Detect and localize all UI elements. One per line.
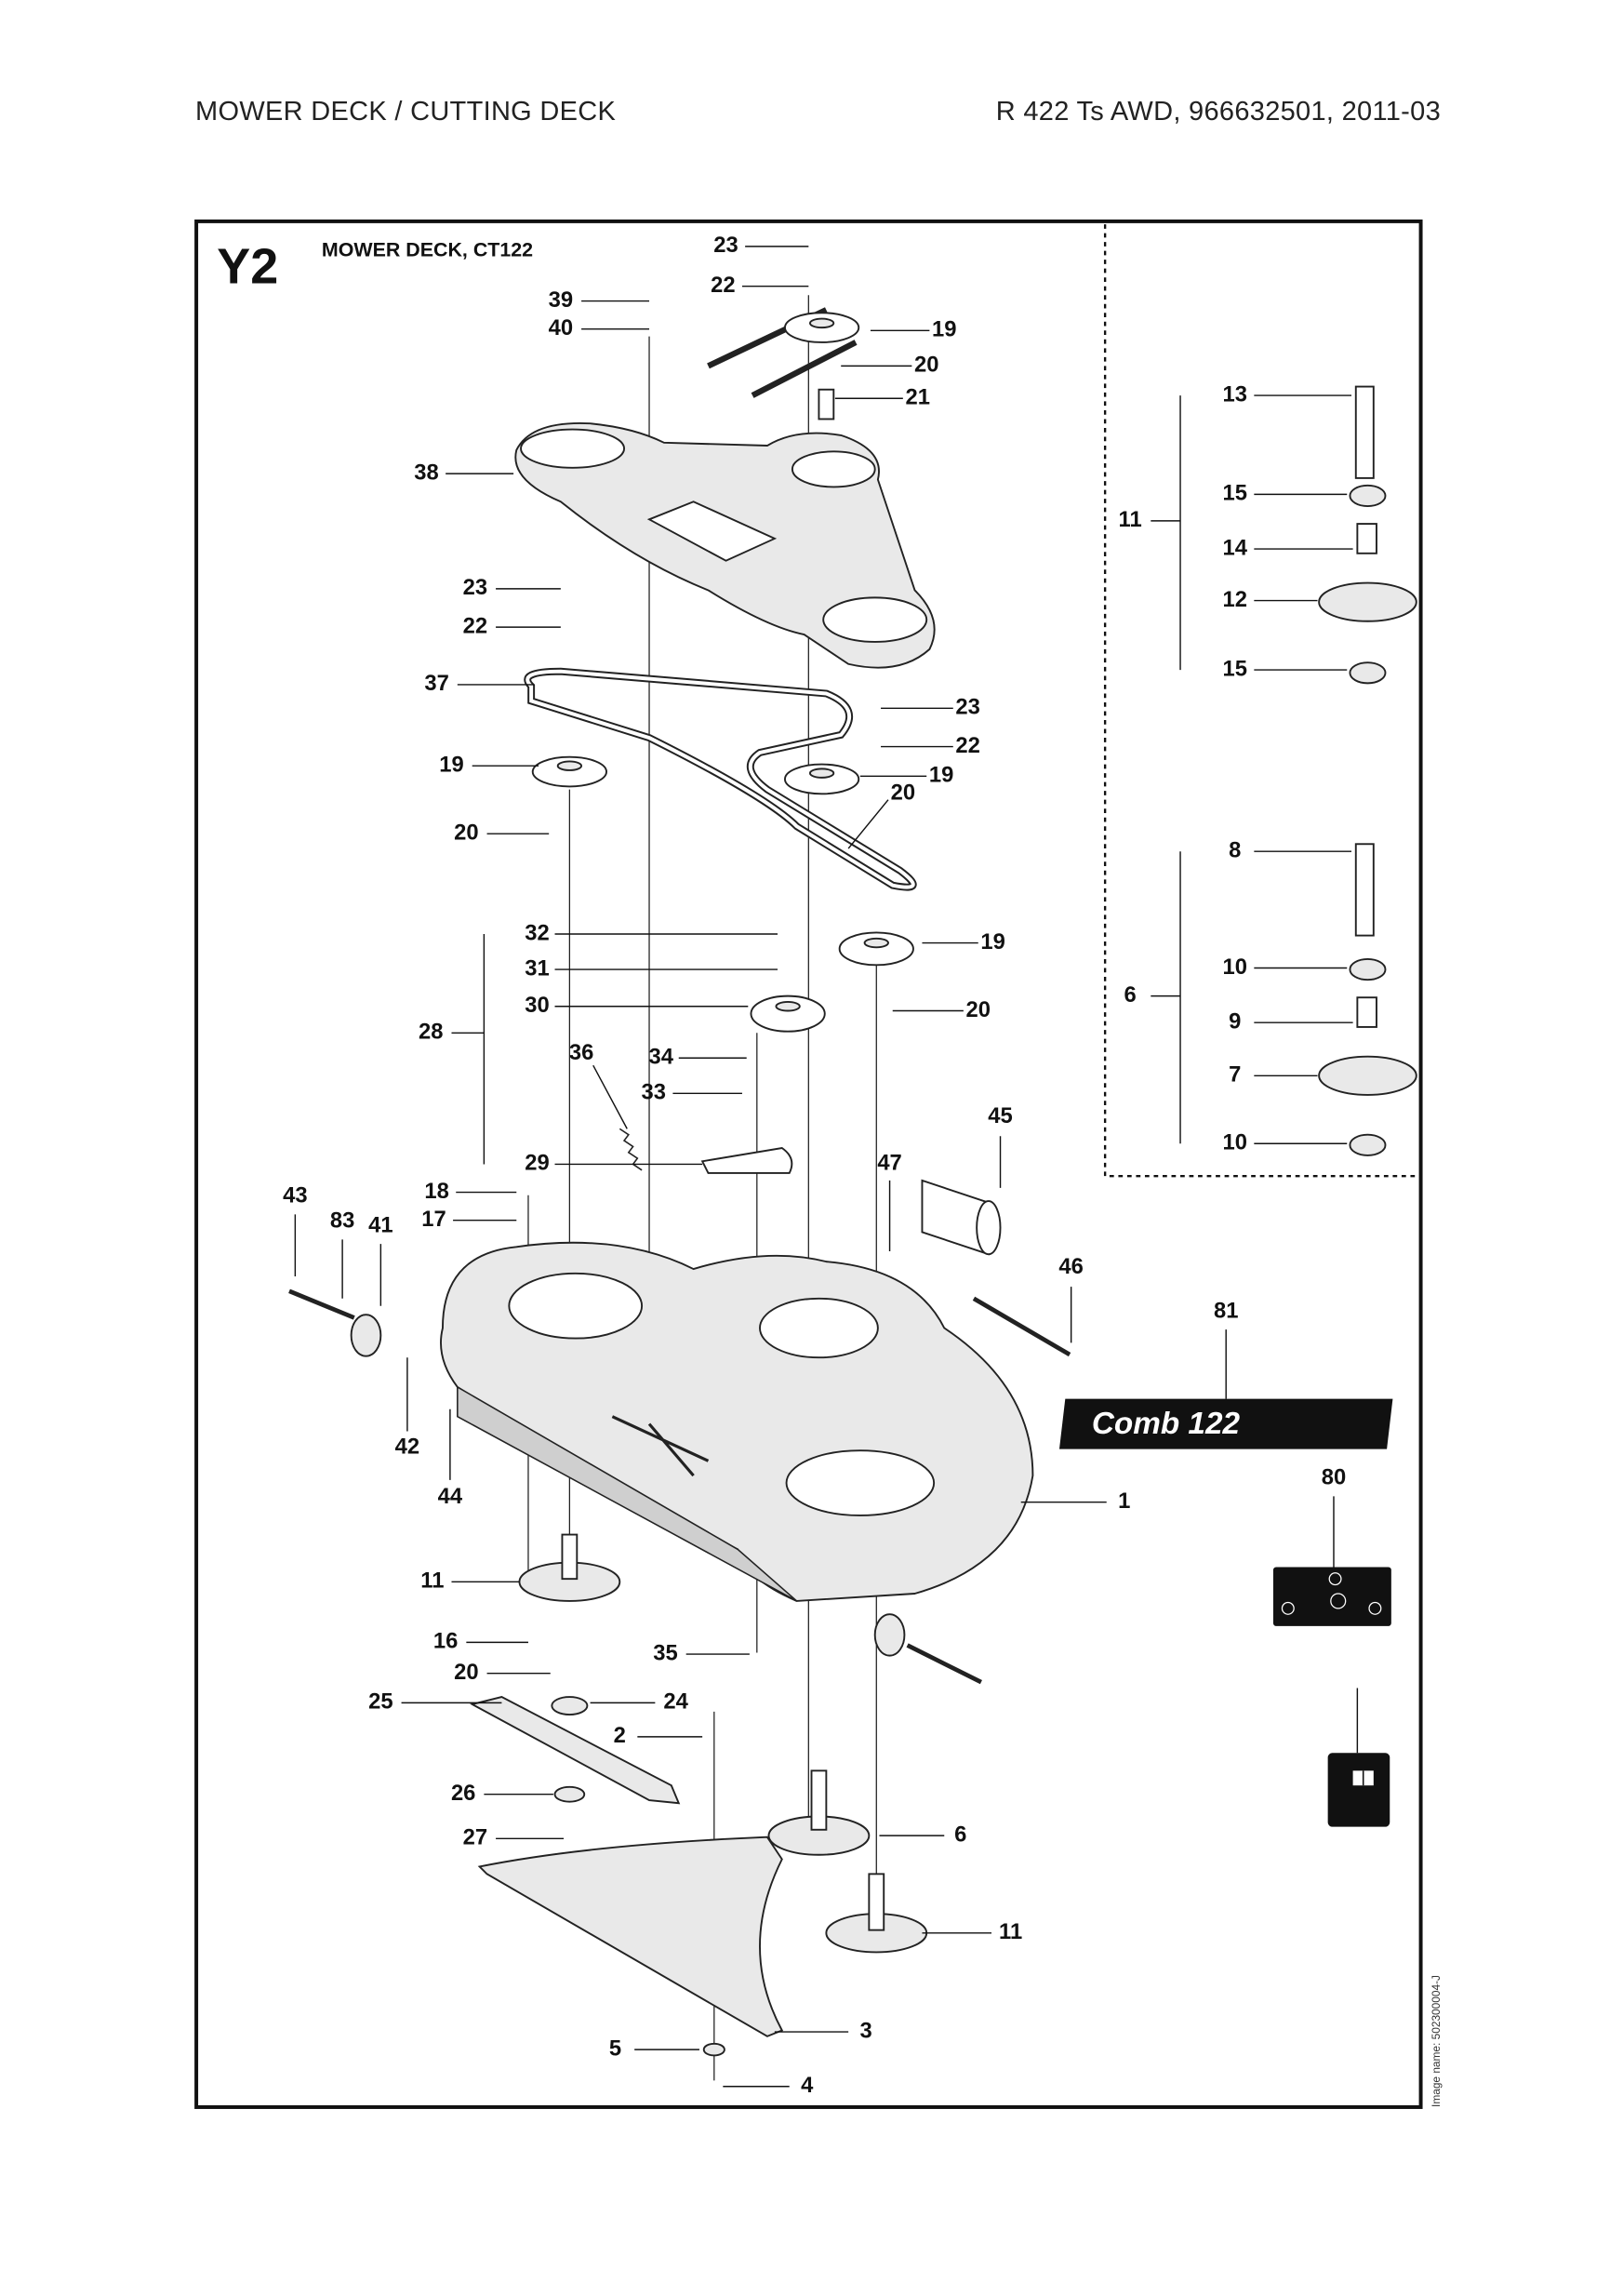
diagram-frame bbox=[194, 219, 1423, 2109]
decal-81 bbox=[1058, 1398, 1393, 1449]
deck-spindle-seat bbox=[785, 1449, 936, 1516]
callout: 41 bbox=[368, 1212, 392, 1237]
callout: 35 bbox=[653, 1640, 677, 1665]
callout: 37 bbox=[424, 671, 448, 696]
leader-lines bbox=[294, 246, 1359, 2088]
callout: 22 bbox=[711, 273, 735, 298]
callout: 34 bbox=[648, 1045, 673, 1070]
callout: 9 bbox=[1229, 1008, 1241, 1034]
callout: 27 bbox=[463, 1825, 487, 1850]
callout: 12 bbox=[1222, 587, 1246, 612]
callout: 47 bbox=[877, 1151, 901, 1176]
callout: 26 bbox=[451, 1781, 475, 1806]
gauge-wheel-part bbox=[350, 1314, 382, 1357]
callout: 6 bbox=[954, 1822, 966, 1847]
callout: 20 bbox=[891, 781, 915, 806]
cover-boss bbox=[520, 428, 626, 469]
callout: 43 bbox=[283, 1183, 307, 1208]
callout: 23 bbox=[713, 233, 738, 258]
callout: 13 bbox=[1222, 381, 1246, 407]
cover-boss bbox=[822, 596, 928, 643]
idler-arm-part bbox=[700, 1146, 793, 1174]
callout: 1 bbox=[1118, 1488, 1130, 1514]
callout: 18 bbox=[424, 1179, 448, 1204]
header-model-info: R 422 Ts AWD, 966632501, 2011-03 bbox=[995, 97, 1441, 127]
callout: 21 bbox=[905, 385, 929, 410]
callout: 29 bbox=[525, 1151, 549, 1176]
callout: 44 bbox=[438, 1484, 463, 1509]
callout: 3 bbox=[860, 2018, 872, 2043]
callout: 30 bbox=[525, 993, 549, 1018]
callout: 19 bbox=[929, 763, 953, 788]
callout: 46 bbox=[1058, 1254, 1083, 1279]
callout: 8 bbox=[1229, 837, 1241, 862]
callout: 32 bbox=[525, 920, 549, 945]
callout: 20 bbox=[966, 997, 991, 1022]
inset-spindle-parts bbox=[1318, 385, 1417, 1156]
deck-spindle-seat bbox=[759, 1297, 879, 1359]
callout: 19 bbox=[980, 929, 1004, 954]
header-section-title: MOWER DECK / CUTTING DECK bbox=[195, 97, 617, 127]
cover-boss bbox=[791, 450, 876, 488]
callout: 38 bbox=[414, 460, 438, 485]
callout-labels: 23 22 39 40 19 20 21 38 23 22 37 23 22 1… bbox=[283, 233, 1346, 2098]
callout: 2 bbox=[614, 1723, 626, 1748]
pulley-parts bbox=[531, 312, 914, 1033]
callout: 11 bbox=[999, 1919, 1022, 1944]
cover-plate bbox=[646, 501, 778, 562]
callout: 42 bbox=[395, 1434, 419, 1459]
callout: 25 bbox=[368, 1689, 392, 1715]
callout: 28 bbox=[419, 1020, 443, 1045]
spindle-parts bbox=[518, 1533, 928, 2057]
callout: 20 bbox=[454, 1660, 478, 1685]
image-name: Image name: 502300004-J bbox=[1430, 1975, 1443, 2107]
callout: 19 bbox=[439, 752, 463, 777]
callout: 81 bbox=[1214, 1298, 1238, 1323]
inset-dashed-border bbox=[1103, 224, 1418, 1178]
callout: 33 bbox=[642, 1080, 666, 1105]
spring-part bbox=[619, 1128, 643, 1171]
callout: 5 bbox=[609, 2036, 621, 2061]
callout: 22 bbox=[955, 733, 979, 758]
callout: 10 bbox=[1222, 1130, 1246, 1155]
callout: 39 bbox=[549, 287, 573, 313]
callout: 6 bbox=[1124, 982, 1136, 1008]
diagram-title: MOWER DECK, CT122 bbox=[322, 238, 533, 260]
callout: 14 bbox=[1222, 535, 1247, 560]
decal-text: Comb 122 bbox=[1092, 1407, 1241, 1441]
callout: 24 bbox=[663, 1689, 688, 1715]
deck-x-mark bbox=[611, 1415, 710, 1477]
section-code: Y2 bbox=[217, 239, 278, 295]
callout: 16 bbox=[433, 1629, 458, 1654]
callout: 45 bbox=[988, 1103, 1012, 1128]
blade-part bbox=[477, 1835, 784, 2037]
deck-skirt bbox=[457, 1385, 798, 1602]
callout: 7 bbox=[1229, 1062, 1241, 1088]
callout: 23 bbox=[463, 575, 487, 600]
callout: 10 bbox=[1222, 954, 1246, 980]
callout: 17 bbox=[421, 1207, 446, 1232]
decal-82-manual bbox=[1327, 1753, 1390, 1827]
callout: 20 bbox=[914, 353, 938, 378]
callout: 11 bbox=[420, 1568, 444, 1594]
callout: 40 bbox=[549, 315, 573, 340]
callout: 15 bbox=[1222, 481, 1246, 506]
blade-part bbox=[470, 1696, 681, 1805]
callout: 15 bbox=[1222, 656, 1246, 681]
callout: 36 bbox=[569, 1040, 593, 1065]
callout: 23 bbox=[955, 695, 979, 720]
callout: 80 bbox=[1322, 1465, 1346, 1490]
callout: 4 bbox=[801, 2073, 814, 2098]
gauge-wheel-part bbox=[873, 1613, 906, 1657]
deck-spindle-seat bbox=[508, 1272, 644, 1340]
callout: 20 bbox=[454, 820, 478, 845]
callout: 19 bbox=[932, 317, 956, 342]
callout: 11 bbox=[1119, 507, 1142, 532]
callout: 31 bbox=[525, 955, 549, 981]
callout: 83 bbox=[330, 1208, 354, 1234]
callout: 22 bbox=[463, 613, 487, 638]
